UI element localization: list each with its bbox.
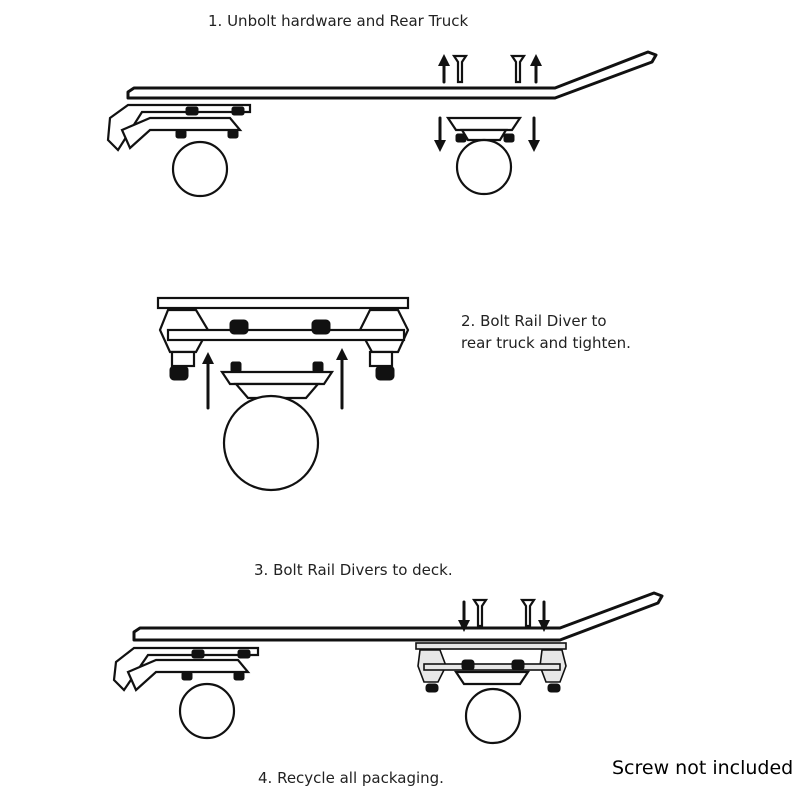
wheel [178,682,236,740]
screw-icon [519,598,537,628]
screw-icon [451,54,469,84]
wheel [464,687,522,745]
front-truck [445,116,523,196]
rear-truck [219,370,335,386]
step-3-label: 3. Bolt Rail Divers to deck. [254,561,453,579]
screw-icon [509,54,527,84]
wheel [222,394,320,492]
step-1-illustration [106,50,658,198]
rail-diver-top [156,296,410,310]
front-rail-diver-assembly [415,642,567,745]
skateboard-deck [126,50,658,100]
step-2-line-1: 2. Bolt Rail Diver to [461,312,607,330]
step-3-illustration [112,591,664,745]
rear-truck-assembly [106,103,252,198]
rear-truck-assembly [112,646,260,740]
step-2-line-2: rear truck and tighten. [461,334,631,352]
wheel [171,140,229,198]
skateboard-deck [132,591,664,642]
step-2-label: 2. Bolt Rail Diver to rear truck and tig… [461,310,631,354]
screw-not-included-note: Screw not included [612,757,794,779]
step-2-illustration [156,296,410,492]
step-4-label: 4. Recycle all packaging. [258,769,444,787]
wheel [455,138,513,196]
screw-icon [471,598,489,628]
step-1-label: 1. Unbolt hardware and Rear Truck [208,12,469,30]
